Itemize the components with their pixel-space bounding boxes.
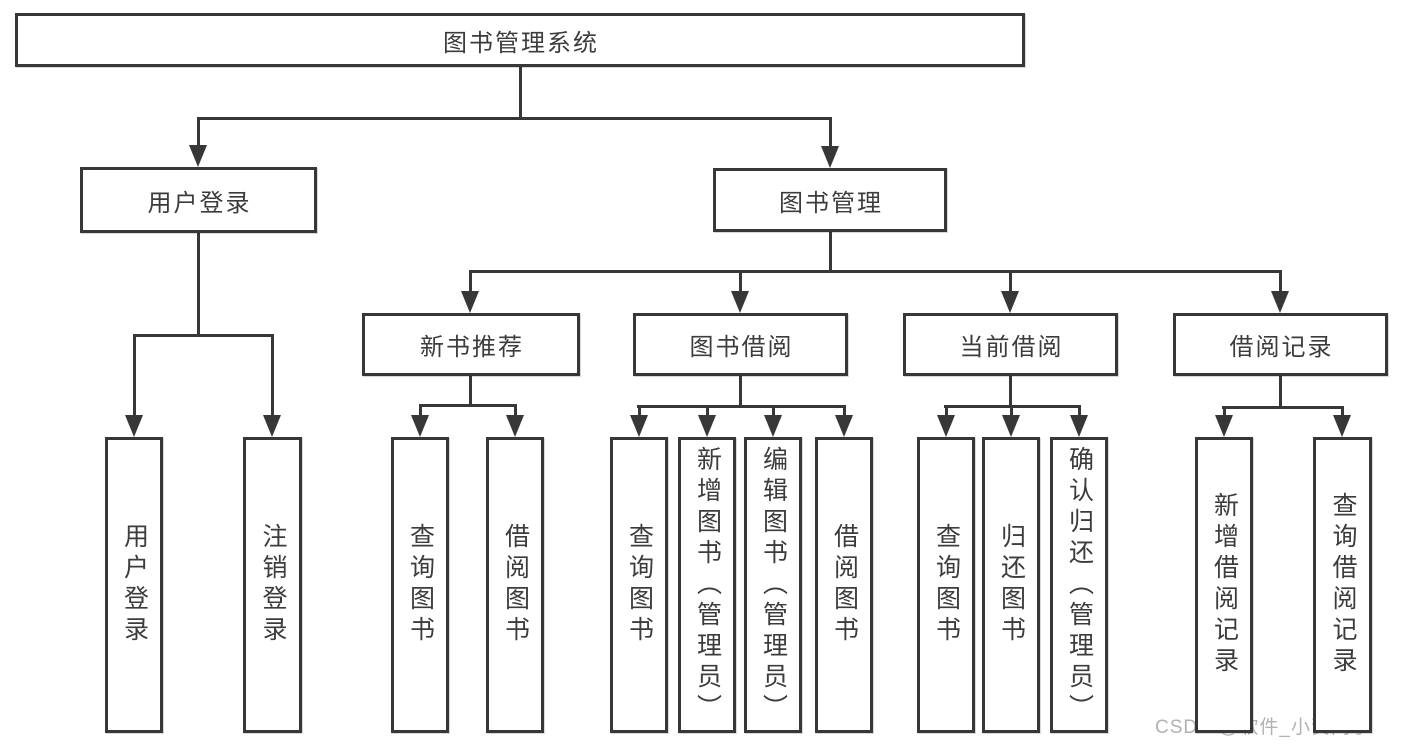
connector-line bbox=[469, 269, 1281, 273]
connector-line bbox=[468, 375, 472, 407]
connector-line bbox=[1222, 405, 1344, 409]
connector-line bbox=[705, 405, 709, 418]
node-book-borrowing: 图书借阅 bbox=[633, 313, 848, 376]
node-leaf-borrow-books-borrow: 借阅图书 bbox=[815, 437, 873, 733]
connector-line bbox=[637, 405, 641, 418]
connector-line bbox=[828, 117, 832, 149]
arrowhead-down-icon bbox=[1001, 291, 1019, 313]
connector-line bbox=[468, 270, 472, 295]
connector-line bbox=[738, 375, 742, 408]
arrowhead-down-icon bbox=[835, 415, 853, 437]
node-leaf-return-books: 归还图书 bbox=[982, 437, 1040, 733]
node-leaf-query-books-current: 查询图书 bbox=[917, 437, 975, 733]
arrowhead-down-icon bbox=[1070, 415, 1088, 437]
node-current-borrowing: 当前借阅 bbox=[903, 313, 1118, 376]
node-leaf-query-borrow-record: 查询借阅记录 bbox=[1313, 437, 1372, 733]
connector-line bbox=[1008, 270, 1012, 295]
arrowhead-down-icon bbox=[125, 415, 143, 437]
node-leaf-query-books-rec: 查询图书 bbox=[391, 437, 449, 733]
node-leaf-query-books-borrow: 查询图书 bbox=[610, 437, 668, 733]
arrowhead-down-icon bbox=[461, 291, 479, 313]
connector-line bbox=[196, 117, 200, 148]
node-leaf-borrow-books-rec: 借阅图书 bbox=[486, 437, 544, 733]
node-leaf-user-login: 用户登录 bbox=[105, 437, 163, 733]
arrowhead-down-icon bbox=[1271, 291, 1289, 313]
connector-line bbox=[1077, 405, 1081, 418]
connector-line bbox=[637, 404, 846, 408]
node-leaf-add-borrow-record: 新增借阅记录 bbox=[1195, 437, 1253, 733]
arrowhead-down-icon bbox=[1215, 415, 1233, 437]
arrowhead-down-icon bbox=[411, 415, 429, 437]
connector-line bbox=[944, 404, 1081, 408]
arrowhead-down-icon bbox=[189, 145, 207, 167]
connector-line bbox=[270, 334, 274, 418]
arrowhead-down-icon bbox=[698, 415, 716, 437]
connector-line bbox=[738, 270, 742, 295]
connector-line bbox=[419, 403, 517, 407]
connector-line bbox=[1278, 270, 1282, 295]
node-leaf-add-books-admin: 新增图书（管理员） bbox=[678, 437, 736, 733]
connector-line bbox=[1278, 375, 1282, 409]
connector-line bbox=[518, 66, 522, 120]
connector-line bbox=[513, 404, 517, 418]
connector-line bbox=[1222, 406, 1226, 418]
connector-line bbox=[418, 404, 422, 418]
arrowhead-down-icon bbox=[1333, 415, 1351, 437]
connector-line bbox=[828, 231, 832, 273]
arrowhead-down-icon bbox=[1002, 415, 1020, 437]
arrowhead-down-icon bbox=[630, 415, 648, 437]
node-new-book-recommend: 新书推荐 bbox=[362, 313, 580, 376]
connector-line bbox=[197, 116, 831, 120]
connector-line bbox=[1340, 406, 1344, 418]
node-user-login: 用户登录 bbox=[80, 167, 317, 233]
arrowhead-down-icon bbox=[506, 415, 524, 437]
node-root: 图书管理系统 bbox=[15, 13, 1025, 67]
arrowhead-down-icon bbox=[263, 415, 281, 437]
arrowhead-down-icon bbox=[821, 146, 839, 168]
node-leaf-edit-books-admin: 编辑图书（管理员） bbox=[744, 437, 802, 733]
node-borrowing-records: 借阅记录 bbox=[1173, 313, 1388, 376]
connector-line bbox=[196, 232, 200, 337]
connector-line bbox=[1008, 375, 1012, 408]
connector-line bbox=[771, 405, 775, 418]
connector-line bbox=[842, 405, 846, 418]
node-leaf-logout: 注销登录 bbox=[243, 437, 302, 733]
arrowhead-down-icon bbox=[937, 415, 955, 437]
connector-line bbox=[1009, 405, 1013, 418]
connector-line bbox=[944, 405, 948, 418]
arrowhead-down-icon bbox=[764, 415, 782, 437]
node-leaf-confirm-return-admin: 确认归还（管理员） bbox=[1050, 437, 1108, 733]
connector-line bbox=[132, 334, 136, 418]
arrowhead-down-icon bbox=[731, 291, 749, 313]
node-book-management: 图书管理 bbox=[713, 168, 947, 232]
connector-line bbox=[133, 333, 274, 337]
